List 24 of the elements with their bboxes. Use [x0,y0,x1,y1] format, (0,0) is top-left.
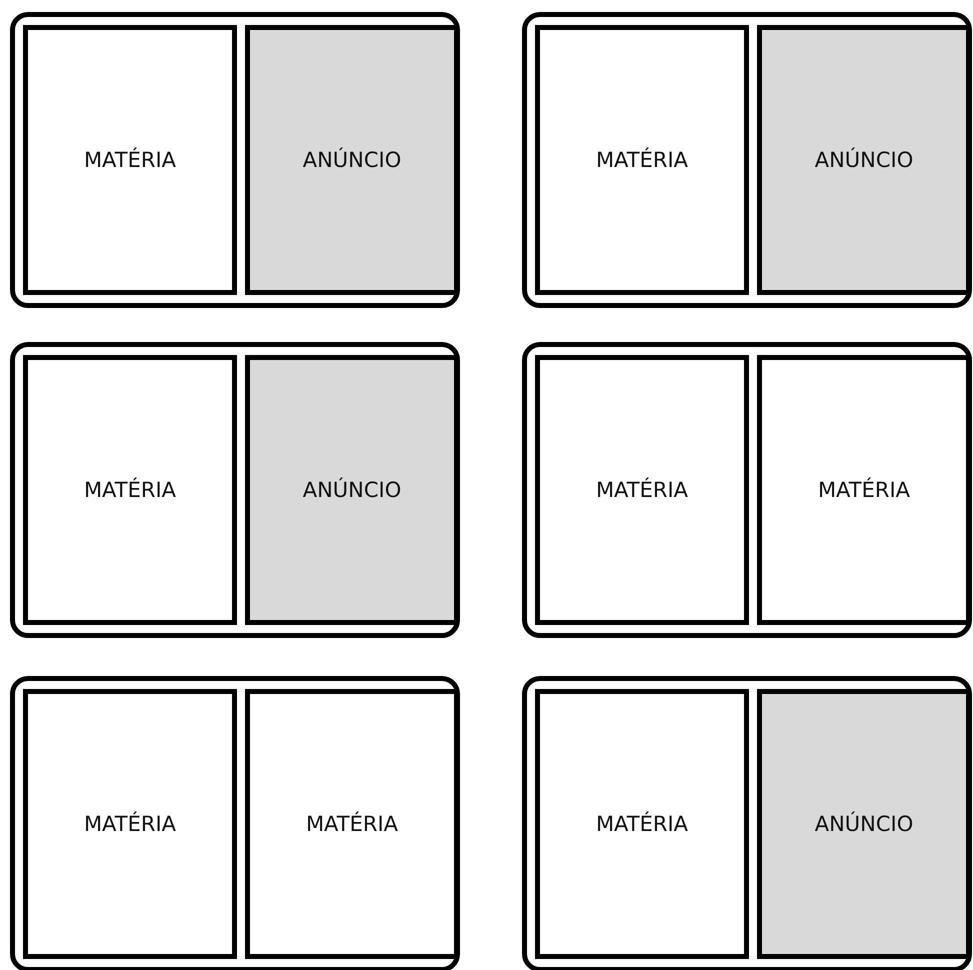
page-label: ANÚNCIO [814,812,914,836]
page-label: MATÉRIA [84,148,176,172]
page-label: MATÉRIA [84,812,176,836]
page-label: MATÉRIA [818,478,910,502]
spread-frame [522,676,972,970]
spread-frame [10,342,460,638]
spread-frame [10,676,460,970]
spread-frame [522,12,972,308]
page-panel [535,355,749,625]
page-label: MATÉRIA [596,478,688,502]
page-label: MATÉRIA [84,478,176,502]
spread-frame [10,12,460,308]
page-panel [23,25,237,295]
page-panel [23,689,237,959]
spread-frame [522,342,972,638]
page-panel [535,689,749,959]
page-panel [535,25,749,295]
page-label: MATÉRIA [306,812,398,836]
page-panel [23,355,237,625]
page-label: MATÉRIA [596,812,688,836]
page-label: ANÚNCIO [302,148,402,172]
page-label: MATÉRIA [596,148,688,172]
page-label: ANÚNCIO [302,478,402,502]
page-label: ANÚNCIO [814,148,914,172]
